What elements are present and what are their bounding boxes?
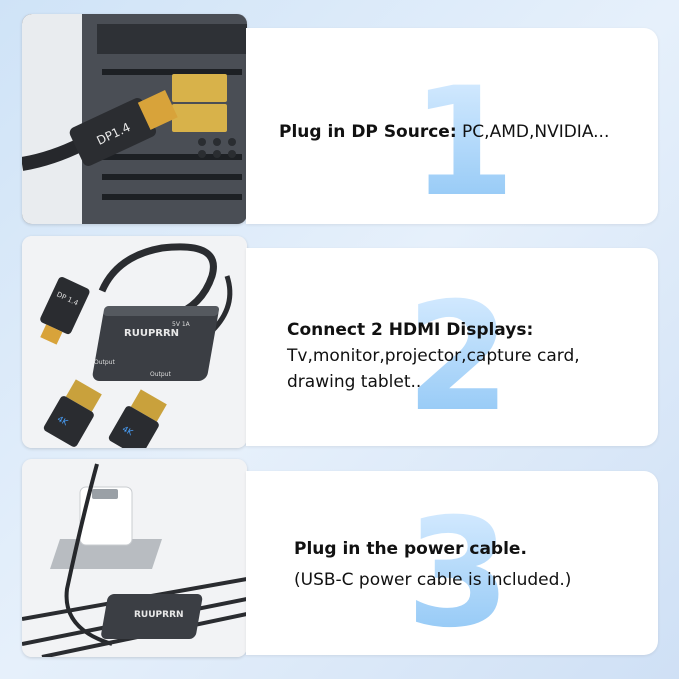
step-1-card: 1 Plug in DP Source: PC,AMD,NVIDIA... — [246, 28, 658, 224]
step-1-sources: PC,AMD,NVIDIA... — [456, 122, 610, 142]
step-3-image: RUUPRRN — [22, 459, 247, 657]
step-3-title: Plug in the power cable. — [294, 539, 527, 559]
step-2-number: 2 — [406, 271, 511, 445]
step-2-text: Connect 2 HDMI Displays: Tv,monitor,proj… — [287, 317, 580, 395]
step-2-image: DP 1.4 RUUPRRN 5V 1A Output Output 4K 4K — [22, 236, 247, 448]
power-adapter-illustration: RUUPRRN — [22, 459, 247, 657]
step-1-title: Plug in DP Source: — [279, 122, 457, 142]
brand-label: RUUPRRN — [124, 328, 179, 339]
power-label: 5V 1A — [172, 321, 191, 328]
step-1-image: DP1.4 — [22, 14, 247, 224]
pc-tower-dp-illustration: DP1.4 — [22, 14, 247, 224]
step-3-line-2: (USB-C power cable is included.) — [294, 570, 572, 590]
step-3-number: 3 — [406, 487, 511, 655]
step-3-card: 3 Plug in the power cable. (USB-C power … — [246, 471, 658, 655]
step-2-line-2: Tv,monitor,projector,capture card, — [287, 346, 580, 366]
splitter-illustration: DP 1.4 RUUPRRN 5V 1A Output Output 4K 4K — [22, 236, 247, 448]
brand-label-3: RUUPRRN — [134, 610, 184, 620]
step-2-title: Connect 2 HDMI Displays: — [287, 320, 534, 340]
step-1-text: Plug in DP Source: PC,AMD,NVIDIA... — [279, 119, 609, 145]
step-3: RUUPRRN 3 Plug in the power cable. (USB-… — [0, 459, 679, 657]
step-2: DP 1.4 RUUPRRN 5V 1A Output Output 4K 4K — [0, 236, 679, 448]
step-1: DP1.4 1 Plug in DP Source: PC,AMD,NVIDIA… — [0, 14, 679, 224]
step-1-number: 1 — [411, 56, 516, 224]
output-left-label: Output — [94, 359, 115, 366]
output-right-label: Output — [150, 371, 171, 378]
step-2-card: 2 Connect 2 HDMI Displays: Tv,monitor,pr… — [246, 248, 658, 446]
step-2-line-3: drawing tablet.. — [287, 372, 422, 392]
step-3-text: Plug in the power cable. (USB-C power ca… — [294, 536, 571, 593]
